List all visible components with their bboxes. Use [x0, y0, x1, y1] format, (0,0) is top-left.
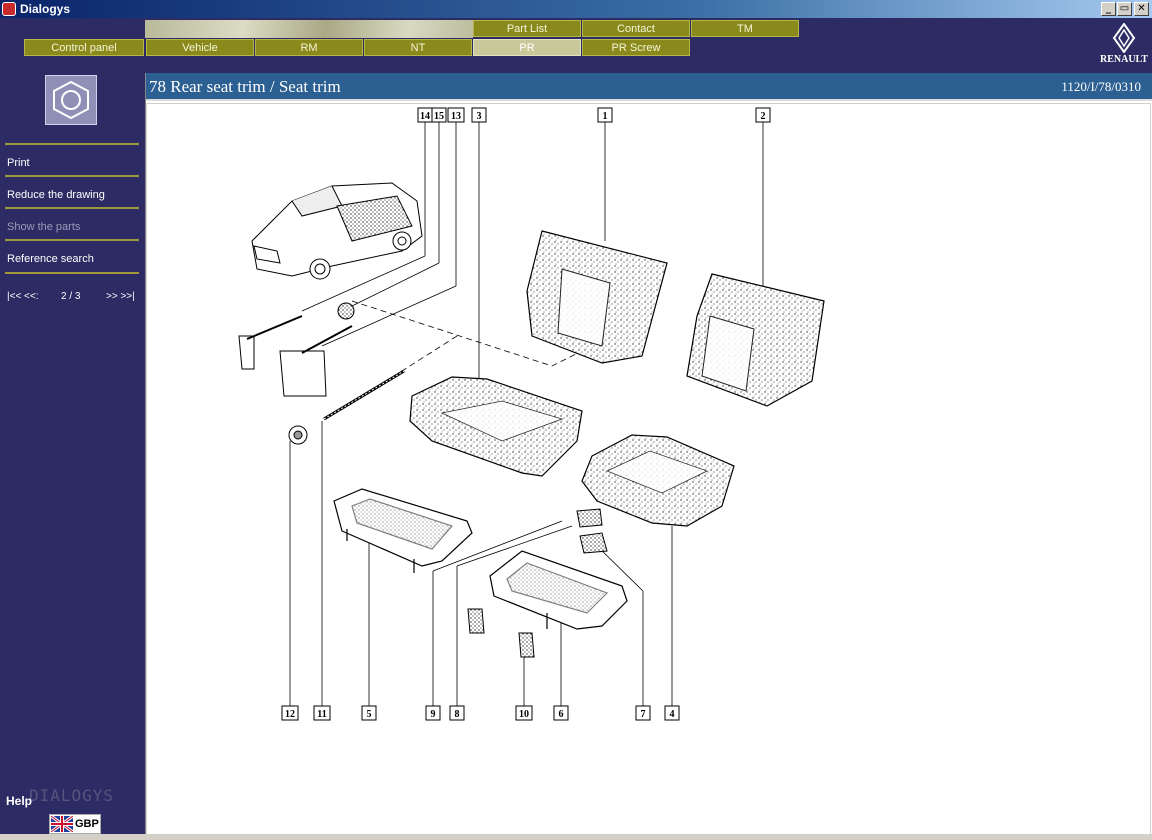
svg-text:8: 8 [455, 709, 460, 720]
svg-text:4: 4 [670, 709, 675, 720]
renault-logo: RENAULT [1097, 23, 1151, 69]
callout-3[interactable]: 3 [471, 107, 487, 123]
header-banner [145, 20, 473, 38]
page-title: 78 Rear seat trim / Seat trim [149, 77, 341, 96]
callout-6[interactable]: 6 [553, 705, 569, 721]
svg-text:12: 12 [285, 709, 295, 720]
callout-10[interactable]: 10 [515, 705, 533, 721]
nav-pr-screw[interactable]: PR Screw [582, 39, 690, 56]
status-bar [0, 834, 1152, 840]
seat-back-large [526, 230, 668, 364]
nav-control-panel[interactable]: Control panel [24, 39, 144, 56]
sidebar: Print Reduce the drawing Show the parts … [0, 73, 145, 840]
nav-contact[interactable]: Contact [582, 20, 690, 37]
seat-frame-left [333, 488, 473, 573]
svg-text:7: 7 [641, 709, 646, 720]
top-navigation: Part List Contact TM Control panel Vehic… [0, 18, 1152, 73]
seat-cushion-small [581, 434, 735, 527]
restore-button[interactable]: ▭ [1117, 2, 1132, 16]
callout-5[interactable]: 5 [361, 705, 377, 721]
parts-diagram: 14 15 13 3 1 2 12 11 5 9 8 10 6 7 4 [238, 107, 825, 721]
nav-pr[interactable]: PR [473, 39, 581, 56]
callout-8[interactable]: 8 [449, 705, 465, 721]
exploded-parts-drawing[interactable]: 14 15 13 3 1 2 12 11 5 9 8 10 6 7 4 [146, 103, 1151, 836]
callout-1[interactable]: 1 [597, 107, 613, 123]
svg-text:10: 10 [519, 709, 529, 720]
seat-frame-right [489, 550, 628, 630]
dialogys-watermark: DIALOGYS [29, 786, 115, 805]
car-illustration [251, 182, 423, 280]
nav-rm[interactable]: RM [255, 39, 363, 56]
hex-nut-icon [45, 75, 97, 125]
help-link[interactable]: Help [6, 794, 33, 808]
callout-9[interactable]: 9 [425, 705, 441, 721]
callout-12[interactable]: 12 [281, 705, 299, 721]
callout-4[interactable]: 4 [664, 705, 680, 721]
brackets [467, 508, 608, 658]
svg-text:9: 9 [431, 709, 436, 720]
nav-tm[interactable]: TM [691, 20, 799, 37]
renault-diamond-icon [1112, 23, 1136, 53]
callout-13[interactable]: 13 [447, 107, 465, 123]
callout-11[interactable]: 11 [313, 705, 331, 721]
main-panel: 78 Rear seat trim / Seat trim 1120/I/78/… [145, 73, 1152, 840]
pager-next-last[interactable]: >> >>| [106, 291, 135, 302]
page-header: 78 Rear seat trim / Seat trim 1120/I/78/… [146, 73, 1152, 101]
page-navigator: |<< <<: 2 / 3 >> >>| [5, 272, 139, 302]
sidebar-reduce-drawing[interactable]: Reduce the drawing [5, 175, 139, 207]
window-title-bar[interactable]: Dialogys _ ▭ ✕ [0, 0, 1152, 18]
renault-wordmark: RENAULT [1100, 54, 1148, 65]
svg-text:15: 15 [434, 111, 444, 122]
nav-vehicle[interactable]: Vehicle [146, 39, 254, 56]
nav-part-list[interactable]: Part List [473, 20, 581, 37]
uk-flag-icon [51, 816, 73, 832]
page-reference: 1120/I/78/0310 [1061, 79, 1141, 94]
currency-code: GBP [75, 818, 99, 830]
callout-7[interactable]: 7 [635, 705, 651, 721]
nav-nt[interactable]: NT [364, 39, 472, 56]
window-title: Dialogys [20, 2, 71, 16]
svg-text:1: 1 [603, 111, 608, 122]
close-button[interactable]: ✕ [1134, 2, 1149, 16]
trim-clips [238, 302, 355, 445]
svg-text:11: 11 [317, 709, 326, 720]
minimize-button[interactable]: _ [1101, 2, 1116, 16]
svg-text:3: 3 [477, 111, 482, 122]
seat-cushion-large [409, 376, 583, 477]
leader-lines [289, 122, 764, 706]
svg-text:2: 2 [761, 111, 766, 122]
app-icon [2, 2, 16, 16]
currency-selector[interactable]: GBP [49, 814, 101, 834]
svg-text:5: 5 [367, 709, 372, 720]
pager-page-indicator: 2 / 3 [61, 291, 81, 302]
callout-14[interactable]: 14 [417, 107, 433, 123]
callout-15[interactable]: 15 [431, 107, 447, 123]
seat-back-small [686, 273, 825, 407]
sidebar-print[interactable]: Print [5, 143, 139, 175]
sidebar-show-parts[interactable]: Show the parts [5, 207, 139, 239]
pager-first-prev[interactable]: |<< <<: [7, 291, 39, 302]
svg-text:13: 13 [451, 111, 461, 122]
seat-rod [323, 369, 405, 421]
svg-text:14: 14 [420, 111, 430, 122]
sidebar-reference-search[interactable]: Reference search [5, 239, 139, 271]
callout-2[interactable]: 2 [755, 107, 771, 123]
svg-text:6: 6 [559, 709, 564, 720]
